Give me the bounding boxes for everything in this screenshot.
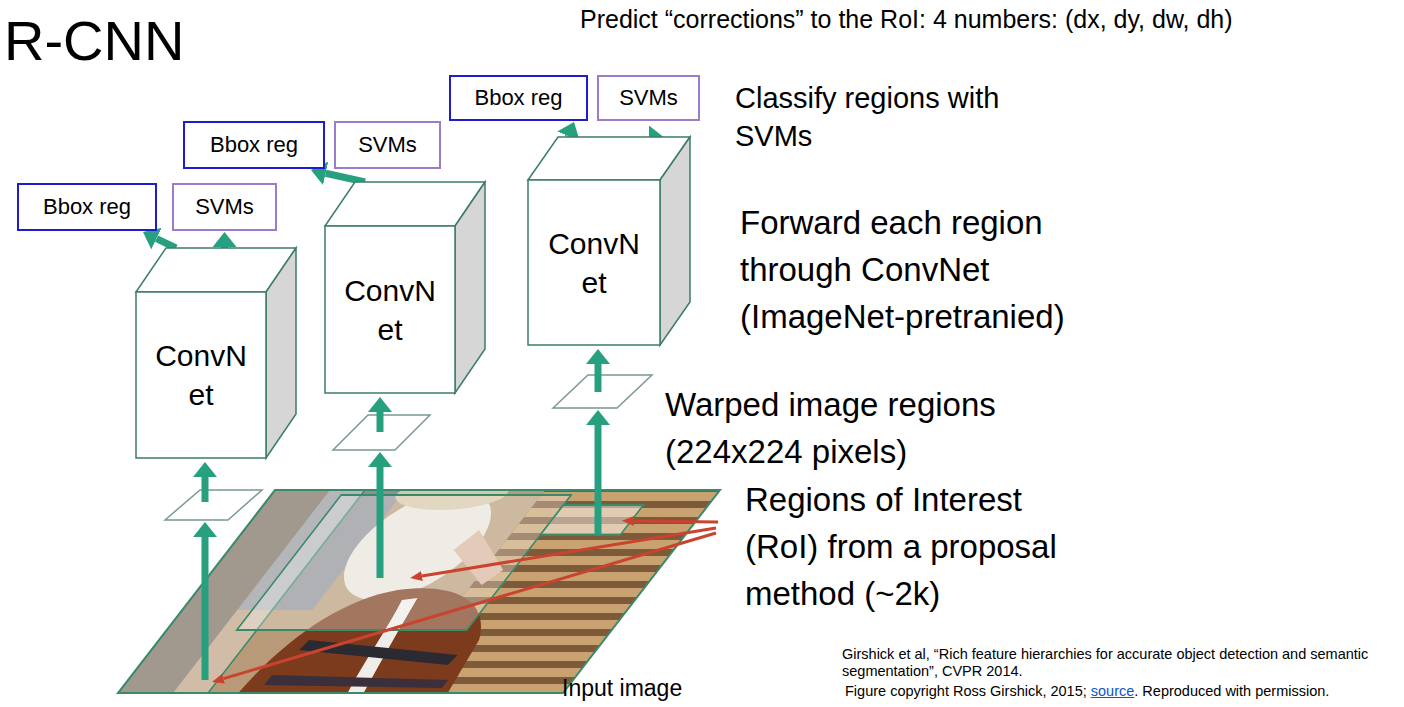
- flow-arrow: [595, 425, 602, 535]
- cube-front: [325, 226, 455, 393]
- photo-border: [118, 490, 720, 693]
- bbox-reg-label: Bbox reg: [474, 85, 562, 111]
- cube-side: [660, 137, 690, 345]
- flow-arrow: [377, 412, 384, 432]
- leader-arrow: [224, 533, 717, 679]
- convnet-face: ConvN et: [136, 292, 266, 458]
- citation: Girshick et al, “Rich feature hierarchie…: [842, 646, 1398, 681]
- annotation: Forward each region through ConvNet (Ima…: [740, 200, 1100, 341]
- flow-arrow: [595, 364, 602, 392]
- svm-box: SVMs: [172, 183, 277, 231]
- bbox-reg-box: Bbox reg: [449, 75, 588, 121]
- arrow-connector: [326, 173, 365, 182]
- svm-label: SVMs: [195, 194, 254, 220]
- copyright-note: Figure copyright Ross Girshick, 2015;: [845, 683, 1087, 699]
- horse-bridle: [262, 675, 452, 688]
- convnet-block: ConvN et: [136, 248, 296, 458]
- flow-arrow: [377, 467, 384, 578]
- svm-label: SVMs: [358, 132, 417, 158]
- input-photo: [103, 478, 745, 700]
- bbox-reg-box: Bbox reg: [183, 121, 325, 169]
- slide-title: R-CNN: [4, 10, 184, 72]
- annotation: Regions of Interest (RoI) from a proposa…: [745, 477, 1075, 618]
- svm-box: SVMs: [334, 121, 441, 169]
- convnet-label: ConvN et: [340, 271, 440, 349]
- leader-arrow: [422, 528, 716, 576]
- arrow-connector: [156, 239, 176, 248]
- svm-box: SVMs: [597, 75, 700, 121]
- copyright-note: . Reproduced with permission.: [1134, 683, 1329, 699]
- region-of-interest: [237, 495, 571, 630]
- convnet-block: ConvN et: [325, 182, 485, 393]
- cube-front: [528, 180, 660, 345]
- convnet-label: ConvN et: [544, 224, 644, 302]
- photo-content: [103, 478, 745, 700]
- flow-arrow: [202, 477, 209, 502]
- convnet-label: ConvN et: [151, 336, 251, 414]
- convnet-block: ConvN et: [528, 137, 690, 345]
- annotation: Classify regions with SVMs: [735, 80, 1025, 155]
- svm-label: SVMs: [619, 85, 678, 111]
- source-link: source: [1091, 683, 1135, 699]
- photo-ground: [103, 485, 739, 700]
- convnet-face: ConvN et: [325, 226, 455, 393]
- citation-line: Figure copyright Ross Girshick, 2015;sou…: [845, 683, 1329, 700]
- cube-front: [136, 292, 266, 458]
- annotation: Warped image regions (224x224 pixels): [665, 382, 1025, 476]
- leader-arrow: [634, 521, 718, 522]
- region-of-interest: [540, 505, 643, 535]
- warped-region: [165, 490, 262, 520]
- cube-side: [455, 182, 485, 393]
- bbox-reg-label: Bbox reg: [210, 132, 298, 158]
- warped-region: [553, 375, 652, 408]
- image-caption: Input image: [562, 675, 682, 703]
- bbox-reg-box: Bbox reg: [17, 183, 157, 231]
- flow-arrow: [202, 537, 209, 680]
- bbox-reg-label: Bbox reg: [43, 194, 131, 220]
- cube-side: [266, 248, 296, 458]
- convnet-face: ConvN et: [528, 180, 660, 345]
- annotation: Predict “corrections” to the RoI: 4 numb…: [580, 4, 1233, 35]
